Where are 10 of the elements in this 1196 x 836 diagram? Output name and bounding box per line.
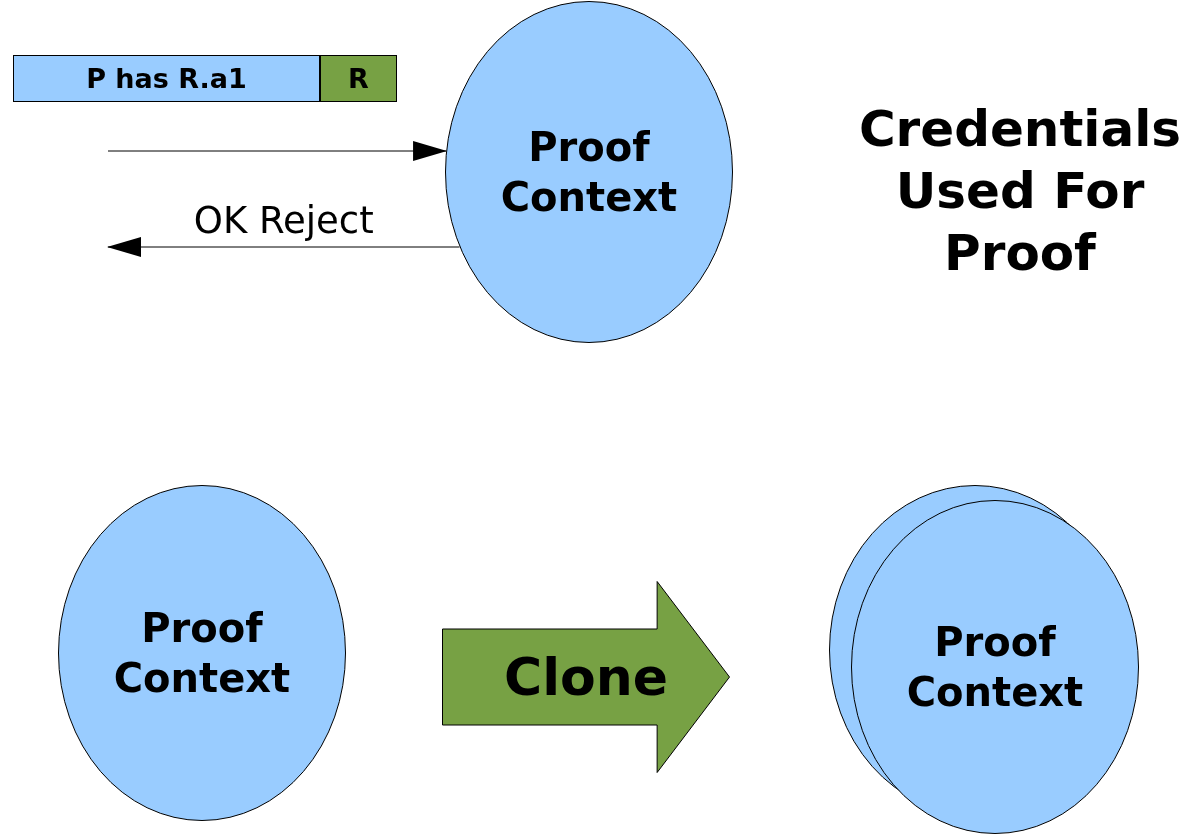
edge-label: OK Reject: [193, 198, 374, 244]
node-label: P has R.a1: [86, 61, 247, 96]
node-label: R: [348, 61, 369, 96]
node-label: Proof Context: [905, 618, 1085, 717]
node-label: Proof Context: [499, 123, 679, 222]
arrow: [107, 141, 448, 161]
node-label: Proof Context: [112, 604, 292, 703]
arrow: [107, 237, 461, 257]
title: Credentials Used For Proof: [857, 99, 1183, 284]
node-label: Clone: [504, 645, 668, 709]
